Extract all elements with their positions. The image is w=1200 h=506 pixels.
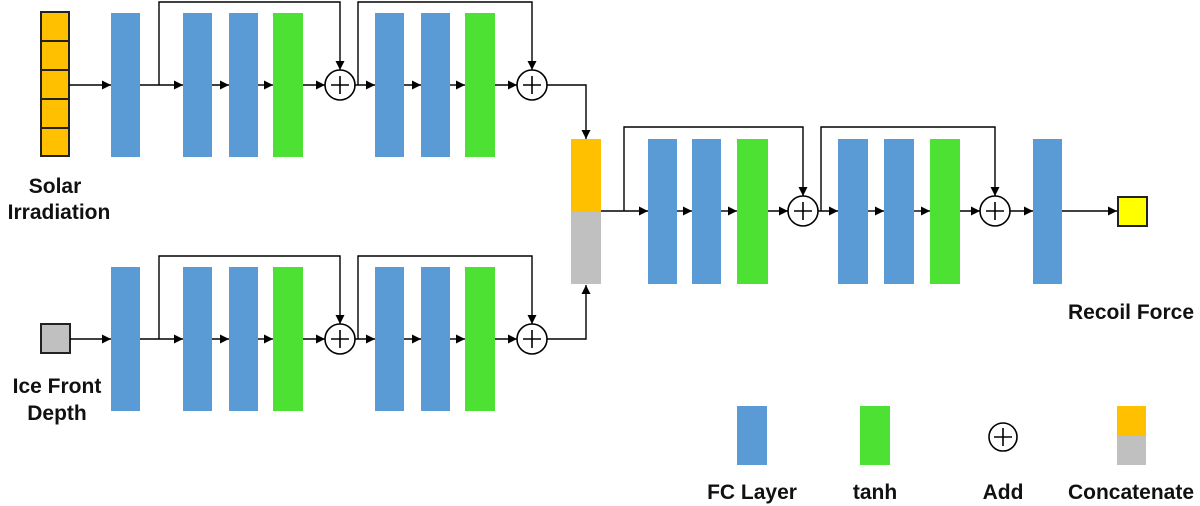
tanh-layer [465, 267, 495, 411]
fc-layer [692, 139, 721, 284]
fc-layer [183, 267, 212, 411]
fc-layer [421, 13, 450, 157]
ice-front-depth-label-line1: Ice Front [13, 375, 102, 398]
legend-tanh-swatch [860, 406, 890, 465]
connector-lines-trunk [601, 126, 1117, 216]
legend-fc-label: FC Layer [707, 481, 797, 504]
add-node [324, 323, 356, 355]
ice-front-depth-input [40, 323, 71, 354]
recoil-force-label: Recoil Force [1068, 301, 1194, 324]
add-node [324, 69, 356, 101]
recoil-force-output [1117, 196, 1148, 227]
fc-layer [229, 267, 258, 411]
fc-layer [375, 267, 404, 411]
legend-concatenate-label: Concatenate [1068, 481, 1194, 504]
fc-layer [648, 139, 677, 284]
tanh-layer [737, 139, 768, 284]
solar-irradiation-input [40, 11, 70, 157]
fc-layer [421, 267, 450, 411]
concatenate-block [571, 139, 601, 284]
connector-lines-bottom [70, 255, 591, 344]
legend-add-icon [988, 422, 1018, 452]
fc-layer [183, 13, 212, 157]
add-node [516, 69, 548, 101]
tanh-layer [273, 267, 303, 411]
solar-irradiation-label-line2: Irradiation [8, 201, 111, 224]
legend-concatenate-swatch-top [1117, 406, 1146, 436]
fc-layer [111, 267, 140, 411]
legend: FC Layer tanh Add Concatenate [707, 406, 1194, 504]
fc-layer [111, 13, 140, 157]
fc-layer [229, 13, 258, 157]
legend-add-label: Add [983, 481, 1024, 504]
legend-concatenate-swatch-bottom [1117, 436, 1146, 465]
add-node [787, 195, 819, 227]
tanh-layer [930, 139, 960, 284]
fc-layer [375, 13, 404, 157]
add-node [516, 323, 548, 355]
fc-layer [1033, 139, 1062, 284]
solar-irradiation-label-line1: Solar [29, 175, 82, 198]
add-node [979, 195, 1011, 227]
tanh-layer [273, 13, 303, 157]
fc-layer [884, 139, 914, 284]
tanh-layer [465, 13, 495, 157]
legend-fc-swatch [737, 406, 767, 465]
ice-front-depth-label-line2: Depth [27, 402, 87, 425]
connector-lines-top [69, 1, 591, 139]
legend-tanh-label: tanh [853, 481, 897, 504]
fc-layer [838, 139, 868, 284]
